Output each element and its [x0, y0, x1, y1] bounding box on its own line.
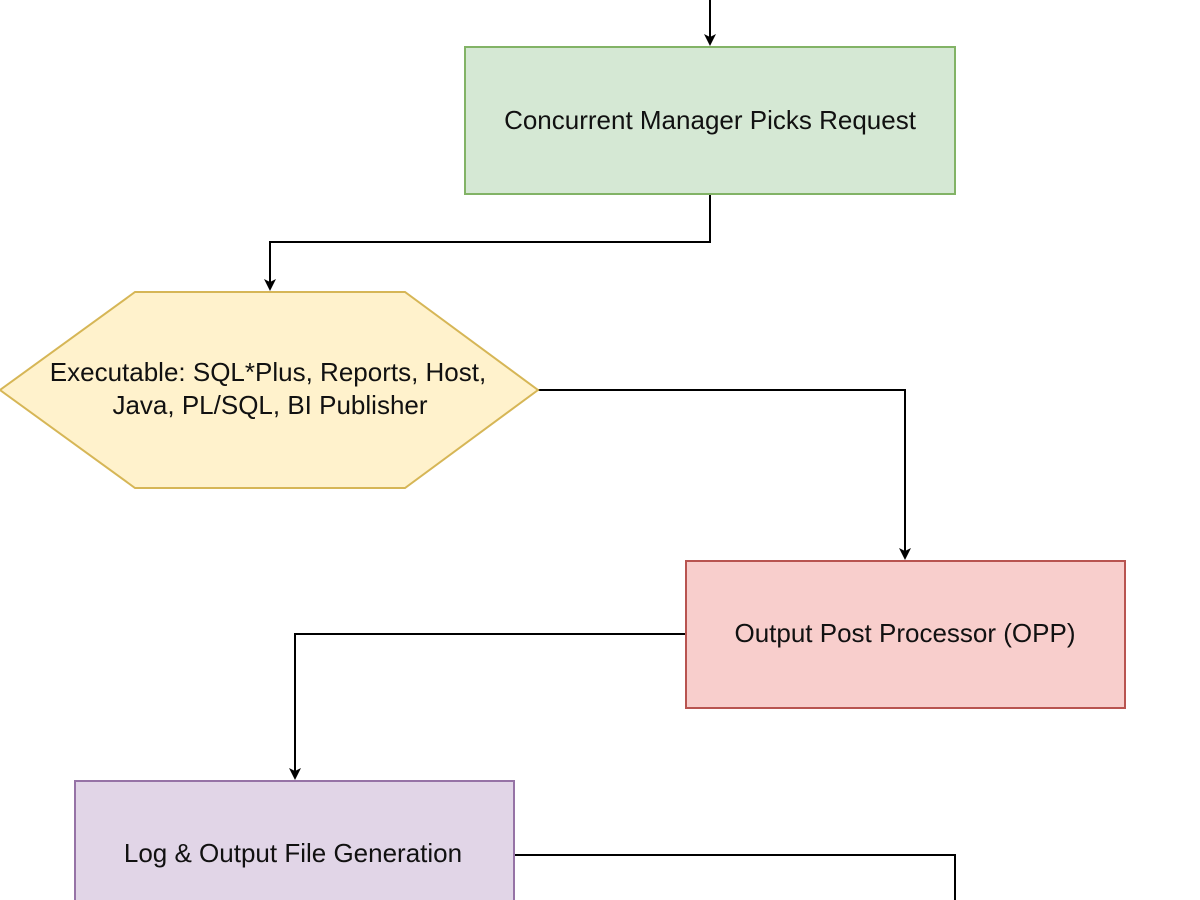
connectors [264, 0, 956, 900]
node-log-output[interactable]: Log & Output File Generation [74, 780, 515, 900]
edge-concurrent-manager-to-executable [264, 194, 711, 291]
edge-opp-to-log-output [289, 633, 686, 780]
node-executable-label-line1: Executable: SQL*Plus, Reports, Host, [50, 357, 486, 387]
node-concurrent-manager-shape [464, 46, 956, 195]
node-opp[interactable]: Output Post Processor (OPP) [685, 560, 1126, 709]
node-opp-label: Output Post Processor (OPP) [734, 618, 1075, 648]
node-executable-shape [0, 291, 540, 489]
node-log-output-label: Log & Output File Generation [124, 838, 462, 868]
node-log-output-shape [74, 780, 515, 900]
edge-executable-to-opp [538, 389, 911, 560]
edge-log-output-outgoing [514, 854, 956, 900]
node-concurrent-manager-label: Concurrent Manager Picks Request [504, 105, 917, 135]
node-concurrent-manager[interactable]: Concurrent Manager Picks Request [464, 46, 956, 195]
node-executable[interactable]: Executable: SQL*Plus, Reports, Host, Jav… [0, 291, 540, 489]
node-executable-label-line2: Java, PL/SQL, BI Publisher [112, 390, 427, 420]
node-opp-shape [685, 560, 1126, 709]
